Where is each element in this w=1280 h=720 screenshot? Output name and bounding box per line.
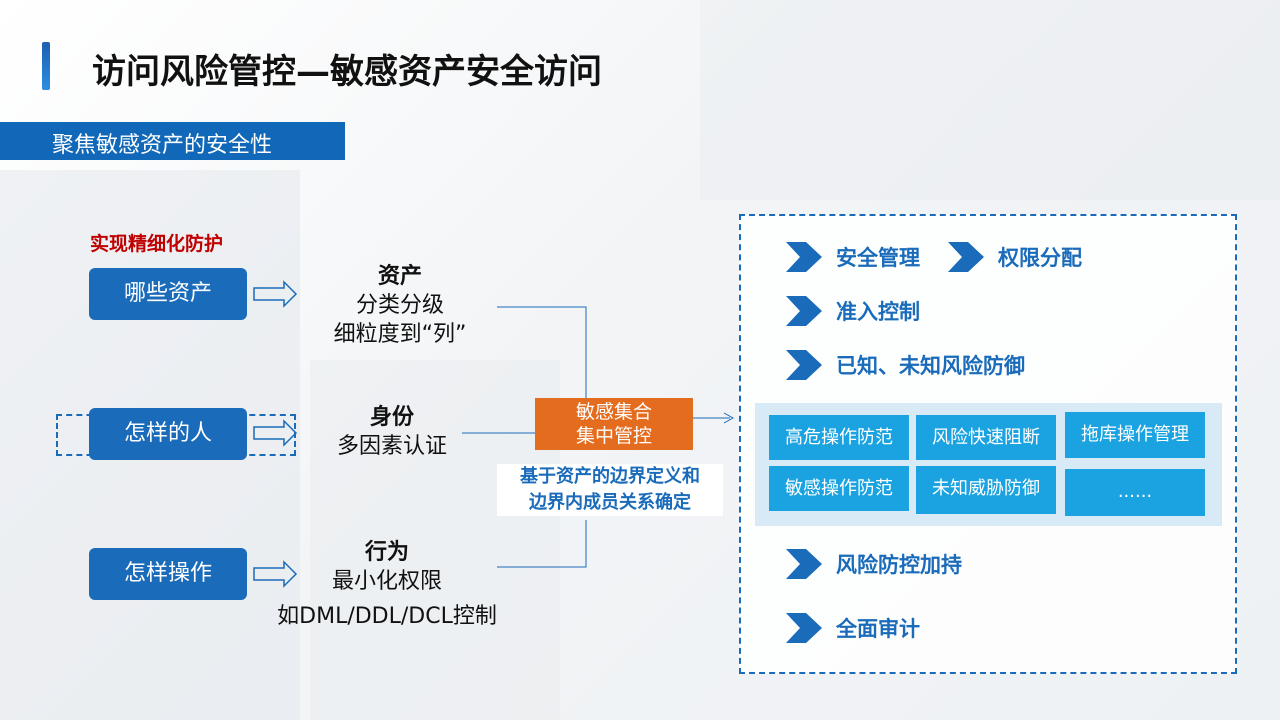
behavior-heading: 行为: [364, 540, 409, 565]
boundary-note-line-1: 基于资产的边界定义和: [520, 466, 700, 487]
permission-allocation-item: 权限分配: [948, 242, 1082, 272]
full-audit-label: 全面审计: [836, 617, 920, 641]
asset-heading: 资产: [377, 264, 422, 289]
title-accent-bar: [42, 42, 50, 90]
security-management-item: 安全管理: [786, 242, 920, 272]
chevron-icon: [786, 549, 822, 579]
center-box-line-2: 集中管控: [575, 425, 652, 447]
background-building-right: [700, 0, 1280, 200]
permission-allocation-label: 权限分配: [998, 246, 1082, 270]
identity-line-1: 多因素认证: [336, 434, 447, 459]
chevron-icon: [948, 242, 984, 272]
subtitle-band: [0, 122, 345, 160]
behavior-text-block: 行为 最小化权限 如DML/DDL/DCL控制: [262, 538, 512, 631]
fine-grained-protection-label: 实现精细化防护: [90, 233, 224, 255]
subtitle: 聚焦敏感资产的安全性: [52, 133, 273, 158]
line-top: [497, 306, 587, 398]
which-operations-button[interactable]: 怎样操作: [89, 548, 247, 600]
identity-heading: 身份: [369, 405, 414, 430]
chevron-icon: [786, 296, 822, 326]
defense-cell: 高危操作防范: [769, 415, 909, 460]
chevron-icon: [786, 242, 822, 272]
boundary-note: 基于资产的边界定义和 边界内成员关系确定: [497, 464, 723, 516]
behavior-line-1: 最小化权限: [331, 569, 442, 594]
chevron-icon: [786, 613, 822, 643]
chevron-icon: [786, 350, 822, 380]
security-management-label: 安全管理: [836, 246, 920, 270]
which-people-button[interactable]: 怎样的人: [89, 408, 247, 460]
identity-text-block: 身份 多因素认证: [312, 403, 472, 461]
asset-line-2: 细粒度到“列”: [333, 322, 467, 347]
center-box-line-1: 敏感集合: [575, 401, 652, 423]
full-audit-item: 全面审计: [786, 613, 920, 643]
defense-cell: 风险快速阻断: [916, 415, 1056, 460]
boundary-note-line-2: 边界内成员关系确定: [529, 492, 691, 513]
line-bottom: [497, 520, 587, 568]
page-title: 访问风险管控—敏感资产安全访问: [92, 52, 602, 92]
arrowhead-to-panel: [723, 412, 735, 424]
centralized-control-box: 敏感集合 集中管控: [535, 398, 693, 450]
hollow-arrow-3: [253, 560, 298, 588]
access-control-label: 准入控制: [836, 300, 920, 324]
asset-text-block: 资产 分类分级 细粒度到“列”: [300, 262, 500, 349]
hollow-arrow-2: [253, 419, 298, 447]
defense-cell: ......: [1065, 469, 1205, 516]
risk-control-item: 风险防控加持: [786, 549, 962, 579]
risk-defense-label: 已知、未知风险防御: [836, 354, 1025, 378]
background-building-mid: [310, 360, 560, 720]
risk-control-label: 风险防控加持: [836, 553, 962, 577]
defense-cell: 敏感操作防范: [769, 466, 909, 511]
which-assets-button[interactable]: 哪些资产: [89, 268, 247, 320]
hollow-arrow-1: [253, 280, 298, 308]
defense-cell: 拖库操作管理: [1065, 412, 1205, 458]
access-control-item: 准入控制: [786, 296, 920, 326]
risk-defense-item: 已知、未知风险防御: [786, 350, 1025, 380]
behavior-line-2: 如DML/DDL/DCL控制: [277, 604, 497, 629]
asset-line-1: 分类分级: [355, 293, 444, 318]
defense-cell: 未知威胁防御: [916, 466, 1056, 514]
